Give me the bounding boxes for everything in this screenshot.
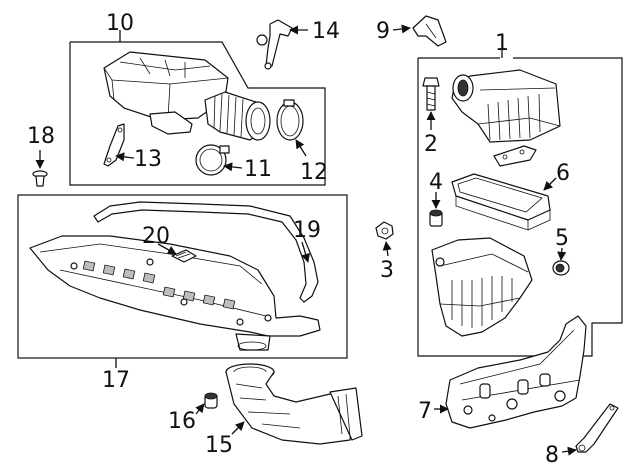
callout-19: 19 xyxy=(293,218,321,243)
callout-17: 17 xyxy=(102,368,130,393)
callout-6: 6 xyxy=(556,161,570,186)
deflector-17-part xyxy=(29,235,321,351)
air-cleaner-housing-part xyxy=(451,69,561,143)
callout-8: 8 xyxy=(545,443,559,468)
nut-3-part xyxy=(375,221,394,240)
callout-10: 10 xyxy=(106,11,134,36)
callout-9: 9 xyxy=(376,19,390,44)
support-bracket-7-part xyxy=(445,315,587,429)
air-cleaner-lower-housing-part xyxy=(431,237,533,337)
grommet-16-part xyxy=(204,392,218,409)
bolt-2-part xyxy=(422,77,440,111)
grommet-5-part xyxy=(552,260,570,276)
air-filter-6-part xyxy=(451,173,551,231)
callout-16: 16 xyxy=(168,409,196,434)
hose-14-part xyxy=(256,19,293,70)
callout-7: 7 xyxy=(418,399,432,424)
air-cleaner-cover-part xyxy=(103,51,271,141)
bracket-13-part xyxy=(103,123,125,167)
clip-9-part xyxy=(412,15,447,47)
callout-2: 2 xyxy=(424,132,438,157)
clamp-11-part xyxy=(195,144,230,176)
plate-part xyxy=(493,145,537,167)
group-box-air-cleaner-assembly xyxy=(417,57,623,357)
callout-15: 15 xyxy=(205,433,233,458)
group-box-air-cleaner-outlet xyxy=(69,41,326,186)
push-pin-18-part xyxy=(32,170,48,187)
label-20-part xyxy=(171,249,197,263)
seal-19-part xyxy=(93,201,319,303)
callout-20: 20 xyxy=(142,224,170,249)
callout-11: 11 xyxy=(244,157,272,182)
callout-1: 1 xyxy=(495,31,509,56)
inlet-duct-15-part xyxy=(225,363,363,445)
callout-4: 4 xyxy=(429,170,443,195)
callout-3: 3 xyxy=(380,258,394,283)
callout-5: 5 xyxy=(555,226,569,251)
grommet-4-part xyxy=(429,209,443,227)
callout-13: 13 xyxy=(134,147,162,172)
brace-8-part xyxy=(575,403,619,453)
group-box-deflector xyxy=(17,194,348,359)
callout-18: 18 xyxy=(27,124,55,149)
callout-14: 14 xyxy=(312,19,340,44)
clamp-12-part xyxy=(276,99,304,141)
callout-12: 12 xyxy=(300,160,328,185)
